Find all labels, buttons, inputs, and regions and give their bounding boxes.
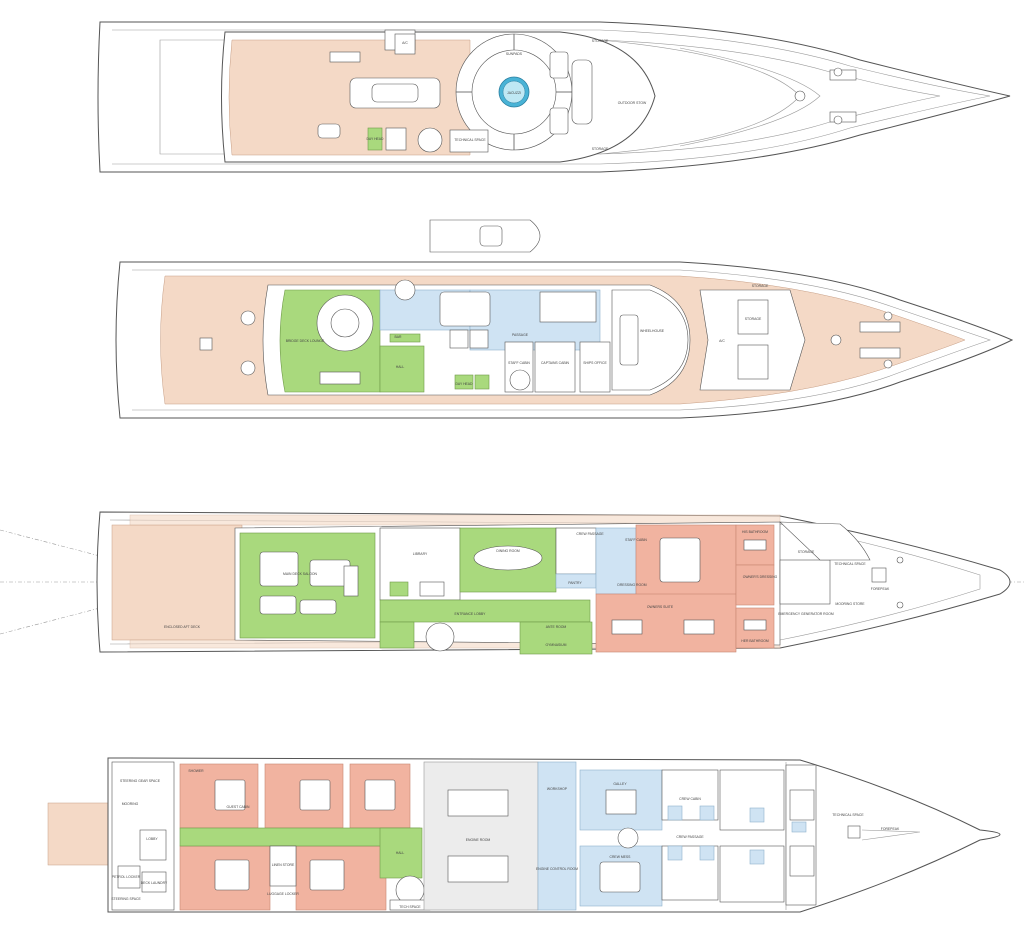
main-dressing-label: DRESSING ROOM [617,583,646,587]
main-gymnasium-label: GYMNASIUM [546,643,567,647]
lower-deck-laundry-label: DECK LAUNDRY [141,881,168,885]
bridge-passage-label: PASSAGE [512,333,529,337]
sun-deck-jacuzzi-label: JACUZZI [507,91,521,95]
main-pantry-label: PANTRY [568,581,582,585]
sun-deck-ac-label: A/C [402,41,408,45]
lower-linen-label: LINEN STORE [272,863,295,867]
bridge-deck-plan: BRIDGE DECK LOUNGE BAR HALL PASSAGE STAF… [115,219,1014,419]
main-library-label: LIBRARY [413,552,428,556]
lower-technical-label: TECHNICAL SPACE [832,813,864,817]
main-crew-passage-label: CREW PASSAGE [576,532,604,536]
bridge-ac-label: A/C [719,339,725,343]
main-mooring-label: MOORING STORE [835,602,865,606]
lower-engine-room-label: ENGINE ROOM [466,838,491,842]
lower-mooring-label: MOORING [122,802,139,806]
bridge-storage-label: STORAGE [752,284,769,288]
bridge-bar-label: BAR [395,335,403,339]
main-technical-label: TECHNICAL SPACE [834,562,866,566]
main-her-bathroom-label: HER BATHROOM [741,639,769,643]
sun-deck-technical-label: TECHNICAL SPACE [454,138,486,142]
main-storage-label: STORAGE [798,550,815,554]
bridge-captains-cabin-label: CAPTAINS CABIN [541,361,570,365]
bridge-day-head-label: DAY HEAD [455,382,473,386]
lower-petrol-label: PETROL LOCKER [112,875,141,879]
lower-luggage-label: LUGGAGE LOCKER [267,892,299,896]
main-owners-dressing-label: OWNER'S DRESSING [743,575,778,579]
lower-crew-mess-label: CREW MESS [610,855,632,859]
swim-platform [47,802,109,866]
lower-crew-cabin-label: CREW CABIN [679,797,701,801]
bridge-staff-cabin-label: STAFF CABIN [508,361,530,365]
sun-deck-storage2-label: STORAGE [592,147,609,151]
main-dining-label: DINING ROOM [496,549,520,553]
main-ante-room-label: ANTE ROOM [546,625,567,629]
main-deck-plan: MAIN DECK SALOON ENCLOSED AFT DECK LIBRA… [0,511,1024,655]
main-staff-cabin-label: STAFF CABIN [625,538,647,542]
main-saloon-label: MAIN DECK SALOON [283,572,317,576]
lower-shower-label: SHOWER [188,769,204,773]
sun-deck-storage-label: STORAGE [592,39,609,43]
main-owners-suite-label: OWNERS SUITE [647,605,674,609]
lower-crew-passage-label: CREW PASSAGE [676,835,704,839]
bridge-storage2-label: STORAGE [745,317,762,321]
lower-galley-label: GALLEY [613,782,627,786]
bridge-ships-office-label: SHIPS OFFICE [583,361,607,365]
bridge-hall-label: HALL [396,365,405,369]
main-emergency-label: EMERGENCY GENERATOR ROOM [778,612,834,616]
sun-deck-sunpads-label: SUNPADS [506,52,523,56]
sun-deck-outdoor-stow-label: OUTDOOR STOW [618,101,647,105]
lower-lobby-label: LOBBY [146,837,158,841]
lower-steering-label: STEERING SPACE [111,897,141,901]
main-aft-deck-label: ENCLOSED AFT DECK [164,625,201,629]
lower-tech-space-label: TECH SPACE [399,905,421,909]
main-forepeak-label: FOREPEAK [871,587,890,591]
sun-deck-day-head-label: DAY HEAD [366,137,384,141]
lower-deck-plan: SHOWER GUEST CABIN LOBBY HALL LUGGAGE LO… [47,757,1001,913]
lower-forepeak-label: FOREPEAK [881,827,900,831]
lower-guest-cabin-label: GUEST CABIN [227,805,250,809]
lower-control-room-label: ENGINE CONTROL ROOM [536,867,578,871]
lower-hall-label: HALL [396,851,405,855]
lower-workshop-label: WORKSHOP [547,787,568,791]
main-entrance-label: ENTRANCE LOBBY [455,612,487,616]
bridge-wheelhouse-label: WHEELHOUSE [640,329,665,333]
main-his-bathroom-label: HIS BATHROOM [742,530,768,534]
lower-steering-gear-label: STEERING GEAR SPACE [120,779,161,783]
bridge-lounge-label: BRIDGE DECK LOUNGE [286,339,325,343]
sun-deck-plan: SUNPADS JACUZZI STORAGE STORAGE OUTDOOR … [97,21,1011,173]
